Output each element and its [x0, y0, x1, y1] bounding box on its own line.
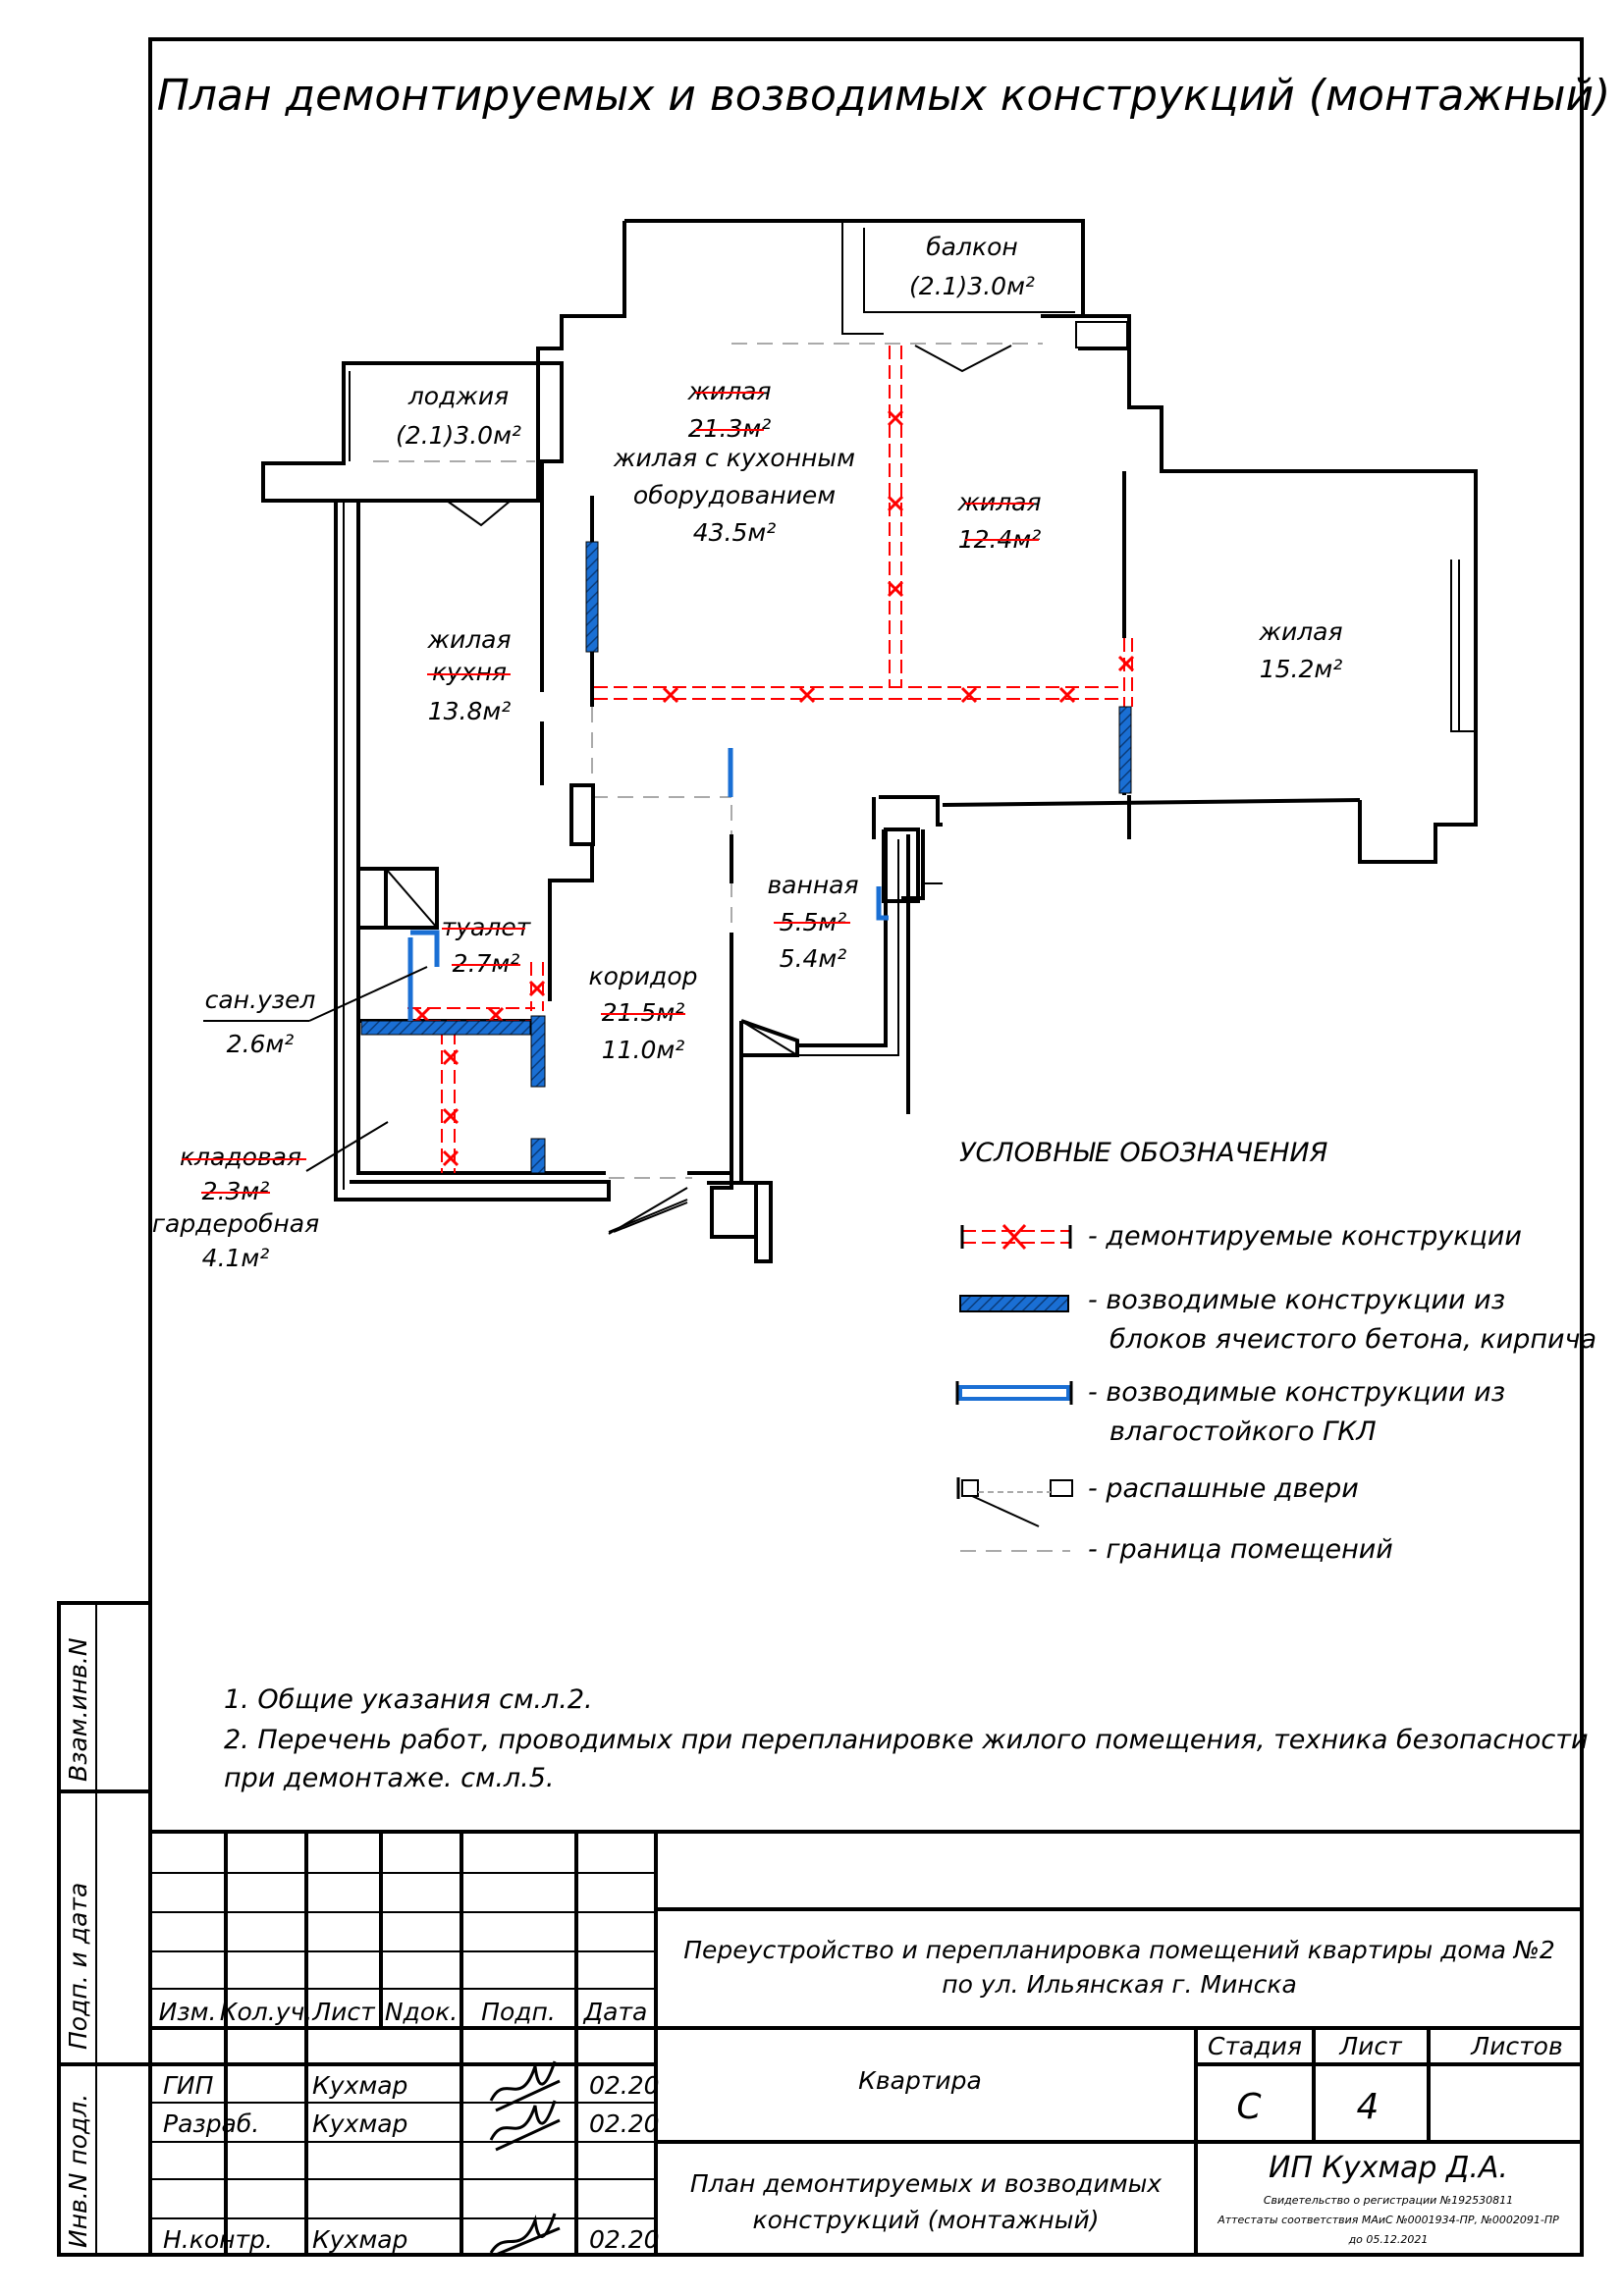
- living-left-area: 13.8м²: [428, 697, 512, 725]
- legend-item-block-wall: - возводимые конструкции из: [1088, 1285, 1505, 1315]
- row-date-developer: 02.20: [589, 2109, 660, 2138]
- legend-heading: УСЛОВНЫЕ ОБОЗНАЧЕНИЯ: [959, 1138, 1328, 1168]
- storage-old-area: 2.3м²: [202, 1177, 270, 1205]
- sheet-title-line-1: План демонтируемых и возводимых: [690, 2169, 1162, 2198]
- corridor-old-area: 21.5м²: [602, 998, 685, 1027]
- storage-name: гардеробная: [152, 1209, 319, 1238]
- sheet-title-line-2: конструкций (монтажный): [752, 2206, 1099, 2234]
- row-role-control: Н.контр.: [163, 2225, 273, 2254]
- living-right-area: 15.2м²: [1260, 655, 1343, 683]
- legend-symbol-gkl: [955, 1381, 1073, 1405]
- object-name: Квартира: [858, 2066, 982, 2095]
- living-small-name: жилая: [956, 488, 1041, 516]
- exterior-walls: [261, 219, 1478, 1201]
- legend-item-gkl-line2: влагостойкого ГКЛ: [1109, 1416, 1377, 1447]
- sheet-number: 4: [1357, 2087, 1380, 2127]
- note-2-continued: при демонтаже. см.л.5.: [224, 1763, 555, 1793]
- living-right-name: жилая: [1258, 617, 1342, 646]
- demolish-crosses: [413, 409, 1135, 1167]
- row-name-gip: Кухмар: [312, 2071, 407, 2100]
- row-role-gip: ГИП: [163, 2071, 214, 2100]
- corridor-name: коридор: [589, 962, 698, 990]
- bathroom-name: ванная: [767, 871, 858, 899]
- living-old-name: жилая: [686, 377, 771, 405]
- wc-area: 2.6м²: [227, 1030, 295, 1058]
- header-signature: Подп.: [481, 1998, 556, 2026]
- balcony-area: (2.1)3.0м²: [909, 272, 1035, 300]
- room-labels: балкон (2.1)3.0м² лоджия (2.1)3.0м² жила…: [152, 233, 1343, 1272]
- stage-label: Стадия: [1208, 2032, 1302, 2060]
- legend-item-block-wall-line2: блоков ячеистого бетона, кирпича: [1109, 1324, 1596, 1355]
- project-line-1: Переустройство и перепланировка помещени…: [683, 1936, 1555, 1964]
- legend-symbol-block-wall: [959, 1295, 1069, 1312]
- company-name: ИП Кухмар Д.А.: [1269, 2151, 1508, 2185]
- header-sheet: Лист: [311, 1998, 376, 2026]
- side-label-inventory: Инв.N подл.: [64, 2094, 92, 2248]
- living-left-old-name: кухня: [432, 658, 507, 686]
- legend-item-door: - распашные двери: [1088, 1473, 1359, 1504]
- legend-item-demolish: - демонтируемые конструкции: [1088, 1221, 1522, 1252]
- company-cert-1: Свидетельство о регистрации №192530811: [1264, 2194, 1513, 2207]
- legend-item-gkl: - возводимые конструкции из: [1088, 1377, 1505, 1408]
- new-walls: [360, 541, 1132, 1174]
- notes: 1. Общие указания см.л.2. 2. Перечень ра…: [224, 1684, 1589, 1793]
- living-left-name: жилая: [426, 625, 511, 654]
- storage-old-name: кладовая: [180, 1143, 301, 1171]
- stage-value: С: [1236, 2087, 1262, 2127]
- sheets-label: Листов: [1470, 2032, 1562, 2060]
- title-block-headers: Изм. Кол.уч. Лист Nдок. Подп. Дата: [159, 1998, 648, 2026]
- signature-mark-1: [489, 2060, 561, 2112]
- row-name-control: Кухмар: [312, 2225, 407, 2254]
- sheet-label: Лист: [1338, 2032, 1403, 2060]
- row-name-developer: Кухмар: [312, 2109, 407, 2138]
- living-kitchen-area: 43.5м²: [693, 518, 777, 547]
- company-cert-2: Аттестаты соответствия МАиС №0001934-ПР,…: [1217, 2214, 1559, 2226]
- row-date-control: 02.20: [589, 2225, 660, 2254]
- row-role-developer: Разраб.: [163, 2109, 259, 2138]
- signature-mark-3: [489, 2213, 561, 2257]
- bathroom-area: 5.4м²: [780, 944, 847, 973]
- signature-mark-2: [489, 2100, 561, 2152]
- header-count: Кол.уч.: [220, 1998, 312, 2026]
- company-cert-3: до 05.12.2021: [1348, 2233, 1429, 2246]
- toilet-name: туалет: [442, 913, 532, 941]
- living-old-area: 21.3м²: [688, 414, 772, 443]
- header-change: Изм.: [159, 1998, 217, 2026]
- living-kitchen-line1: жилая с кухонным: [613, 444, 855, 472]
- row-date-gip: 02.20: [589, 2071, 660, 2100]
- header-date: Дата: [583, 1998, 648, 2026]
- title-block: [150, 1830, 1582, 2255]
- title-block-rows: ГИП Кухмар 02.20 Разраб. Кухмар 02.20 Н.…: [163, 2060, 660, 2257]
- note-1: 1. Общие указания см.л.2.: [224, 1684, 593, 1715]
- balcony-name: балкон: [926, 233, 1017, 261]
- loggia-area: (2.1)3.0м²: [396, 421, 521, 450]
- loggia-name: лоджия: [407, 382, 509, 410]
- side-strip: [57, 1601, 152, 2257]
- legend-symbol-door: [956, 1477, 1073, 1527]
- note-2: 2. Перечень работ, проводимых при перепл…: [224, 1725, 1589, 1755]
- wc-name: сан.узел: [205, 986, 316, 1014]
- side-label-signature-date: Подп. и дата: [64, 1883, 92, 2050]
- side-labels: Взам.инв.N Подп. и дата Инв.N подл.: [64, 1637, 92, 2248]
- side-label-replacement: Взам.инв.N: [64, 1637, 92, 1782]
- toilet-area: 2.7м²: [453, 949, 520, 978]
- sheet-title: План демонтируемых и возводимых конструк…: [157, 71, 1611, 121]
- title-block-content: Переустройство и перепланировка помещени…: [683, 1936, 1562, 2246]
- doors: [446, 345, 1012, 1235]
- header-doc: Nдок.: [385, 1998, 458, 2026]
- sheet-frame: [148, 37, 1584, 2257]
- project-line-2: по ул. Ильянская г. Минска: [942, 1970, 1297, 1999]
- legend-symbol-demolish: [960, 1223, 1072, 1251]
- legend: УСЛОВНЫЕ ОБОЗНАЧЕНИЯ - демонтируемые кон…: [955, 1138, 1596, 1565]
- legend-item-boundary: - граница помещений: [1088, 1534, 1393, 1565]
- living-kitchen-line2: оборудованием: [633, 481, 836, 509]
- corridor-area: 11.0м²: [602, 1036, 685, 1064]
- storage-area: 4.1м²: [202, 1244, 270, 1272]
